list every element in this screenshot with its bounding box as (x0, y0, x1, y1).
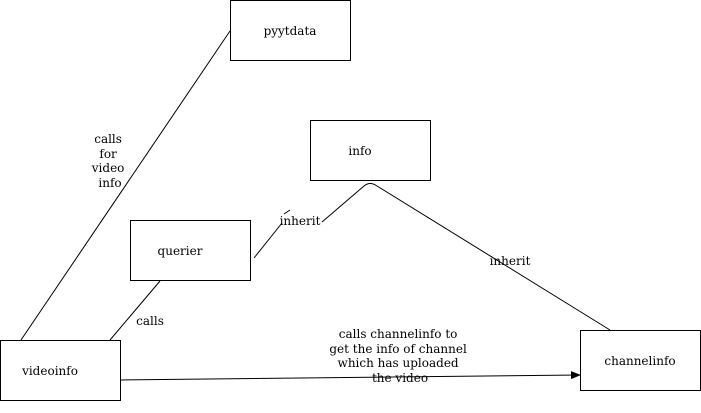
edge-querier-info-upper (283, 209, 291, 215)
edge-label-calls-channelinfo-line-3: which has uploaded (338, 356, 459, 370)
node-pyytdata[interactable]: pyytdata (230, 0, 351, 61)
edge-label-calls-channelinfo: calls channelinfo to get the info of cha… (329, 327, 470, 385)
node-videoinfo[interactable]: videoinfo (0, 340, 121, 401)
edge-videoinfo-querier (109, 280, 161, 341)
node-pyytdata-label: pyytdata (264, 24, 317, 38)
edge-info-channelinfo (321, 183, 611, 331)
edge-label-calls-channelinfo-line-4: the video (372, 371, 428, 385)
node-info-box (310, 120, 431, 181)
node-videoinfo-box (0, 340, 121, 401)
node-info[interactable]: info (310, 120, 431, 181)
edge-videoinfo-pyytdata (20, 30, 231, 341)
node-pyytdata-box (230, 0, 351, 61)
node-info-label: info (348, 144, 371, 158)
edge-label-inherit-querier: inherit (280, 214, 321, 228)
edge-label-calls-channelinfo-line-1: calls channelinfo to (339, 327, 458, 341)
node-querier-label: querier (158, 244, 203, 258)
edge-querier-info (253, 222, 283, 259)
edge-label-calls-for-video-info-line-1: calls (94, 132, 122, 146)
edge-label-calls: calls (136, 314, 164, 328)
edge-label-calls-for-video-info-line-4: info (98, 176, 121, 190)
edge-label-calls-for-video-info-line-2: for (99, 147, 117, 161)
node-querier-box (130, 220, 251, 281)
edge-label-inherit-channelinfo: inherit (490, 254, 531, 268)
node-videoinfo-label: videoinfo (21, 364, 78, 378)
edge-videoinfo-channelinfo (120, 371, 581, 381)
edge-label-calls-channelinfo-line-2: get the info of channel (329, 342, 467, 356)
edge-label-calls-for-video-info: calls for video info (91, 132, 128, 190)
node-querier[interactable]: querier (130, 220, 251, 281)
node-channelinfo[interactable]: channelinfo (580, 330, 701, 391)
node-channelinfo-label: channelinfo (604, 354, 675, 368)
edge-label-calls-for-video-info-line-3: video (91, 161, 125, 175)
